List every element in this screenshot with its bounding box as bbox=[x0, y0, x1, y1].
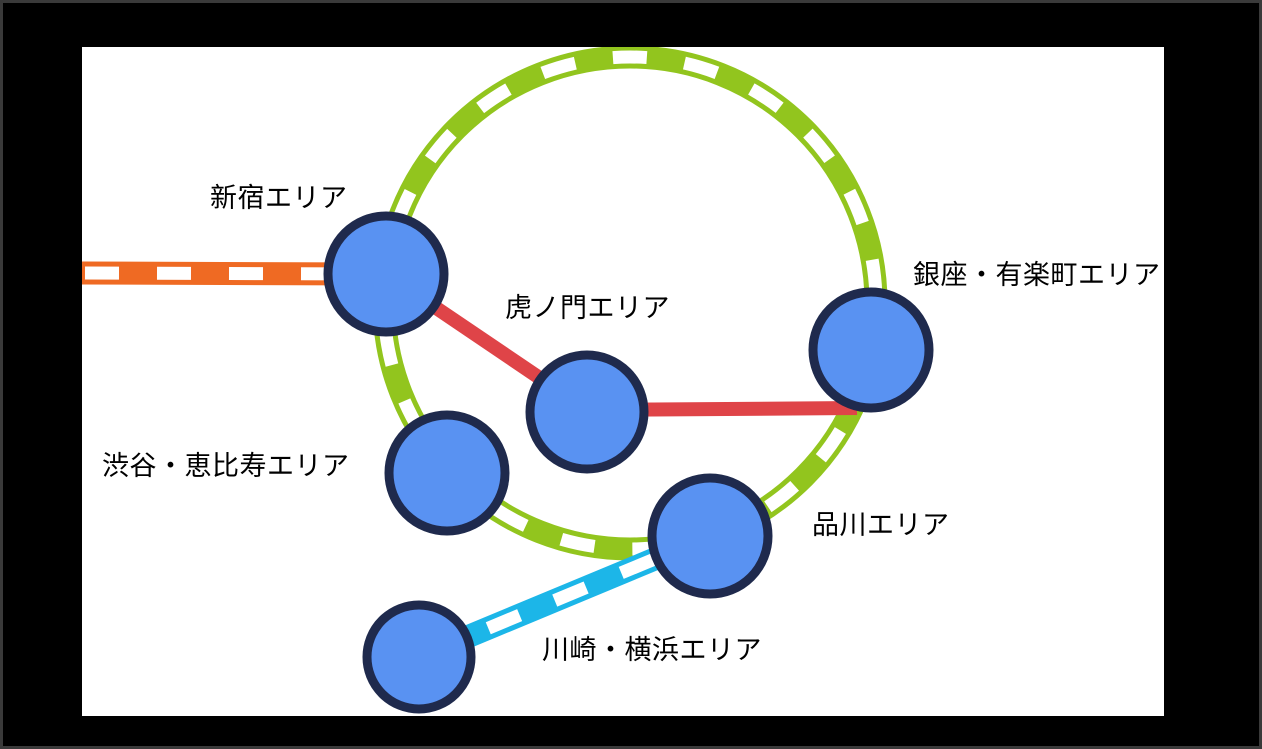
area-node-shinagawa bbox=[647, 473, 773, 599]
area-map bbox=[82, 47, 934, 714]
area-node-kawasaki-yokohama bbox=[362, 600, 476, 714]
area-node-shinjuku bbox=[323, 211, 449, 337]
area-node-ginza-yurakucho bbox=[808, 287, 934, 413]
area-node-shibuya-ebisu bbox=[384, 410, 510, 536]
area-node-toranomon bbox=[525, 350, 649, 474]
diagram-panel: 新宿エリア虎ノ門エリア銀座・有楽町エリア渋谷・恵比寿エリア品川エリア川崎・横浜エ… bbox=[82, 47, 1164, 716]
